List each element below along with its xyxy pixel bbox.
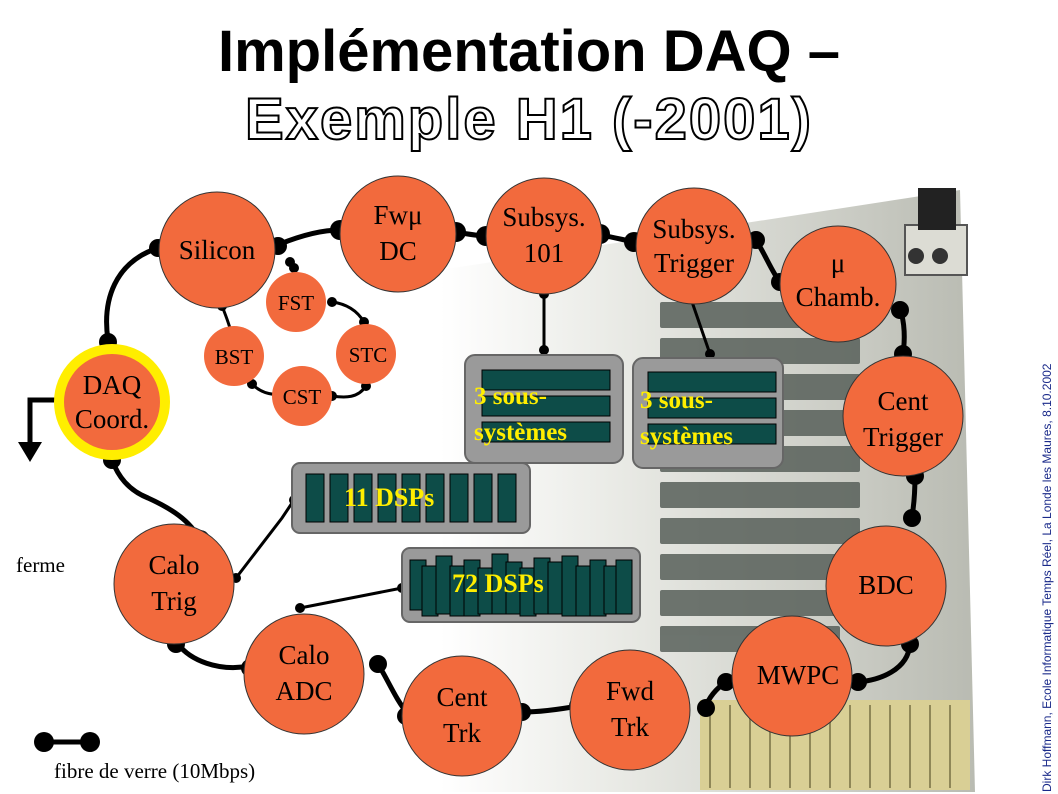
box-sous-systemes-2: 3 sous- systèmes bbox=[632, 357, 784, 469]
label-daq: DAQ bbox=[83, 370, 142, 400]
label-cent-trigger-l1: Cent bbox=[878, 386, 929, 416]
label-fwd: Fwd bbox=[606, 676, 655, 706]
label-subsys-trigger-l1: Subsys. bbox=[652, 214, 735, 244]
page-title: Implémentation DAQ – bbox=[218, 19, 840, 84]
box-sous-systemes-2-line1: 3 sous- bbox=[640, 387, 713, 414]
label-cent-trigger-l2: Trigger bbox=[863, 422, 943, 452]
node-fwmu-dc bbox=[339, 175, 457, 293]
label-calo-trig-l1: Calo bbox=[149, 550, 200, 580]
label-calo-adc-l1: Calo bbox=[279, 640, 330, 670]
box-sous-systemes-1-line1: 3 sous- bbox=[474, 383, 547, 410]
box-sous-systemes-1: 3 sous- systèmes bbox=[464, 354, 624, 464]
arrow-down-icon bbox=[18, 442, 42, 462]
node-stc bbox=[336, 324, 396, 384]
label-silicon: Silicon bbox=[179, 235, 256, 265]
box-sous-systemes-2-line2: systèmes bbox=[640, 423, 733, 450]
label-stc: STC bbox=[349, 343, 388, 367]
box-11-dsps: 11 DSPs bbox=[291, 462, 531, 534]
box-links bbox=[234, 294, 712, 610]
node-bdc bbox=[825, 525, 947, 647]
label-fwmu: Fwμ bbox=[374, 200, 423, 230]
label-subsys-101-l1: Subsys. bbox=[502, 202, 585, 232]
label-subsys-trigger-l2: Trigger bbox=[654, 248, 734, 278]
box-11-dsps-label: 11 DSPs bbox=[344, 483, 434, 512]
node-silicon bbox=[158, 191, 276, 309]
legend-fiber-symbol bbox=[34, 732, 100, 752]
node-fwd-trk bbox=[569, 649, 691, 771]
label-chamb: Chamb. bbox=[796, 282, 881, 312]
box-sous-systemes-1-line2: systèmes bbox=[474, 419, 567, 446]
label-cent-trk: Trk bbox=[443, 718, 482, 748]
label-coord: Coord. bbox=[75, 404, 149, 434]
label-bst: BST bbox=[215, 345, 254, 369]
label-calo-trig-l2: Trig bbox=[151, 586, 197, 616]
node-cst bbox=[272, 366, 332, 426]
label-calo-adc-l2: ADC bbox=[275, 676, 332, 706]
node-mu-chamb bbox=[779, 225, 897, 343]
node-calo-adc bbox=[243, 613, 365, 735]
label-ferme: ferme bbox=[16, 553, 65, 577]
label-cst: CST bbox=[283, 385, 322, 409]
box-72-dsps: 72 DSPs bbox=[401, 547, 641, 623]
node-subsys-trigger bbox=[635, 187, 753, 305]
node-mwpc bbox=[731, 615, 853, 737]
silicon-subnodes bbox=[204, 272, 396, 426]
label-cent: Cent bbox=[437, 682, 488, 712]
legend-text: fibre de verre (10Mbps) bbox=[54, 759, 255, 783]
node-fst bbox=[266, 272, 326, 332]
node-daq-coord bbox=[64, 354, 160, 450]
node-cent-trk bbox=[401, 655, 523, 777]
node-calo-trig bbox=[113, 523, 235, 645]
label-dc: DC bbox=[379, 236, 417, 266]
ring-nodes bbox=[113, 175, 964, 777]
label-mwpc: MWPC bbox=[757, 660, 840, 690]
node-bst bbox=[204, 326, 264, 386]
label-mu: μ bbox=[831, 248, 845, 278]
node-cent-trigger bbox=[842, 355, 964, 477]
box-72-dsps-label: 72 DSPs bbox=[452, 569, 544, 598]
label-subsys-101-l2: 101 bbox=[524, 238, 565, 268]
node-subsys-101 bbox=[485, 177, 603, 295]
page-subtitle: Exemple H1 (-2001) bbox=[244, 86, 813, 153]
label-fst: FST bbox=[278, 291, 314, 315]
label-bdc: BDC bbox=[858, 570, 914, 600]
label-fwd-trk: Trk bbox=[611, 712, 650, 742]
